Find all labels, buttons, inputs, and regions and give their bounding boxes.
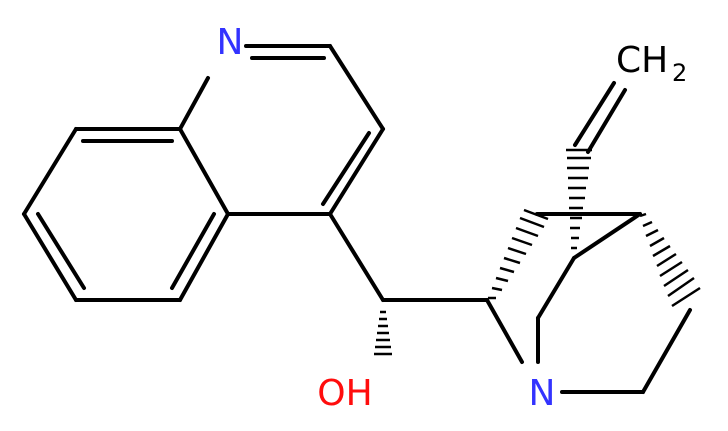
bond xyxy=(572,212,642,260)
bond xyxy=(641,308,692,394)
hash-line xyxy=(639,212,647,218)
bond xyxy=(328,44,385,131)
atom-quinoline-nitrogen: N xyxy=(217,22,244,63)
hash-line xyxy=(671,286,701,308)
bond-lines xyxy=(22,44,692,394)
bond xyxy=(586,88,627,154)
hash-line xyxy=(642,220,653,228)
hash-line xyxy=(667,276,695,298)
bond-double-inner xyxy=(36,212,86,290)
bond xyxy=(22,212,78,302)
hash-line xyxy=(507,246,527,256)
bond-double-inner xyxy=(170,212,216,290)
hash-line xyxy=(659,260,683,278)
bond xyxy=(22,127,78,216)
hash-line xyxy=(523,208,549,221)
hash-line xyxy=(652,244,671,258)
hash-line xyxy=(495,276,509,283)
bond xyxy=(485,298,524,364)
hash-line xyxy=(511,236,533,247)
hash-line xyxy=(656,252,677,268)
atom-vinyl-subscript: 2 xyxy=(672,59,687,87)
hash-line xyxy=(645,228,659,238)
bond xyxy=(536,256,576,320)
bond xyxy=(178,212,230,302)
hash-line xyxy=(503,256,521,265)
atom-vinyl-ch: CH xyxy=(616,40,668,81)
hash-line xyxy=(519,216,545,229)
hash-line xyxy=(515,226,539,238)
bond-double-inner xyxy=(321,131,371,206)
atom-hydroxyl: OH xyxy=(317,373,372,414)
bond-double-inner xyxy=(573,81,616,147)
hash-line xyxy=(663,268,689,288)
hash-line xyxy=(499,266,515,274)
bond xyxy=(178,127,230,216)
bond xyxy=(328,127,385,216)
hashed-wedge-bonds xyxy=(374,148,701,356)
atom-quinuclidine-nitrogen: N xyxy=(529,373,556,414)
hash-line xyxy=(491,286,503,292)
bond xyxy=(328,212,385,302)
hash-line xyxy=(649,236,665,248)
bond xyxy=(178,76,210,131)
